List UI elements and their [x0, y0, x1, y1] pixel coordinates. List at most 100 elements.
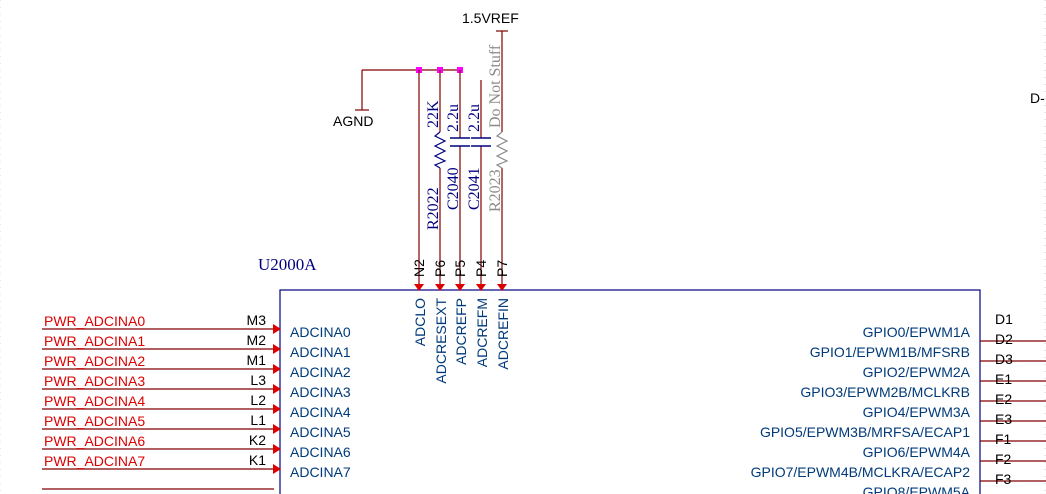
pin-arrow [273, 344, 281, 354]
pin-name: GPIO7/EPWM4B/MCLKRA/ECAP2 [751, 464, 971, 480]
agnd-label: AGND [333, 113, 373, 129]
pin-name: GPIO6/EPWM4A [863, 444, 971, 460]
c2040-value: 2.2u [445, 104, 462, 132]
pin-number: P4 [473, 260, 489, 277]
r2023-value: Do Not Stuff [487, 44, 504, 128]
pin-name: ADCINA4 [290, 404, 351, 420]
right-pin: GPIO4/EPWM3A E2 [863, 391, 1046, 422]
pin-number: D2 [995, 331, 1013, 347]
pin-name: ADCINA7 [290, 464, 351, 480]
right-pin: GPIO8/EPWM5A F3 [863, 471, 1012, 494]
offpage-d-label: D- [1030, 90, 1045, 106]
pin-number: K2 [249, 432, 266, 448]
r2022-value: 22K [425, 100, 442, 128]
pin-arrow [414, 284, 424, 291]
right-pin: GPIO1/EPWM1B/MFSRB D2 [810, 331, 1046, 362]
pin-name: ADCINA6 [290, 444, 351, 460]
pin-number: L3 [250, 372, 266, 388]
pin-name: ADCLO [412, 298, 428, 346]
net-label: PWR_ADCINA6 [44, 433, 145, 449]
right-pin: GPIO2/EPWM2A D3 [863, 351, 1046, 382]
top-wires [418, 70, 503, 285]
ic-body [279, 289, 981, 494]
net-label: PWR_ADCINA2 [44, 353, 145, 369]
pin-number: N2 [411, 259, 427, 277]
r2022-ref: R2022 [425, 187, 442, 230]
pin-number: D1 [995, 311, 1013, 327]
pin-number: P7 [494, 260, 510, 277]
pin-arrow [455, 284, 465, 291]
ic-designator: U2000A [258, 255, 317, 274]
pin-number: M1 [247, 352, 267, 368]
pin-name: ADCINA0 [290, 324, 351, 340]
pin-number: E2 [995, 391, 1012, 407]
pin-name: ADCRESEXT [433, 298, 449, 384]
pin-number: L2 [250, 392, 266, 408]
pin-number: F1 [995, 431, 1012, 447]
net-label: PWR_ADCINA0 [44, 313, 145, 329]
pin-name: GPIO3/EPWM2B/MCLKRB [800, 384, 970, 400]
r2023-resistor [495, 131, 509, 169]
net-label: PWR_ADCINA7 [44, 453, 145, 469]
right-pin: GPIO7/EPWM4B/MCLKRA/ECAP2 F2 [751, 451, 1046, 482]
pin-number: F2 [995, 451, 1012, 467]
net-label: PWR_ADCINA5 [44, 413, 145, 429]
top-pins: N2ADCLOP6ADCRESEXTP5ADCREFPP4ADCREFMP7AD… [411, 259, 511, 384]
pin-name: ADCREFM [474, 298, 490, 367]
pin-name: ADCREFIN [495, 298, 511, 370]
net-label: PWR_ADCINA1 [44, 333, 145, 349]
pin-arrow [273, 424, 281, 434]
pin-arrow [497, 284, 507, 291]
pin-number: F3 [995, 471, 1012, 487]
right-pin: GPIO6/EPWM4A F1 [863, 431, 1046, 462]
pin-name: GPIO0/EPWM1A [863, 324, 971, 340]
pin-number: D3 [995, 351, 1013, 367]
pin-number: M2 [247, 332, 267, 348]
pin-name: ADCINA2 [290, 364, 351, 380]
net-label: PWR_ADCINA3 [44, 373, 145, 389]
pin-number: P5 [452, 260, 468, 277]
pin-name: GPIO4/EPWM3A [863, 404, 971, 420]
pin-arrow [273, 364, 281, 374]
net-label: PWR_ADCINA4 [44, 393, 145, 409]
pin-arrow [435, 284, 445, 291]
pin-arrow [476, 284, 486, 291]
pin-number: L1 [250, 412, 266, 428]
pin-number: E3 [995, 411, 1012, 427]
right-pin: GPIO0/EPWM1A D1 [863, 311, 1046, 342]
pin-number: K1 [249, 452, 266, 468]
c2040-ref: C2040 [445, 167, 462, 210]
c2040-capacitor [450, 137, 470, 147]
pin-number: M3 [247, 312, 267, 328]
r2022-resistor [433, 131, 447, 169]
pin-name: GPIO2/EPWM2A [863, 364, 971, 380]
pin-name: GPIO8/EPWM5A [863, 484, 971, 494]
vref-label: 1.5VREF [462, 10, 519, 26]
c2041-value: 2.2u [466, 104, 483, 132]
pin-number: P6 [432, 260, 448, 277]
pin-arrow [273, 324, 281, 334]
pin-name: ADCREFP [453, 298, 469, 365]
pin-name: GPIO1/EPWM1B/MFSRB [810, 344, 970, 360]
pin-arrow [273, 464, 281, 474]
pin-name: ADCINA3 [290, 384, 351, 400]
pin-name: ADCINA1 [290, 344, 351, 360]
vref-power-port: 1.5VREF [462, 10, 519, 70]
